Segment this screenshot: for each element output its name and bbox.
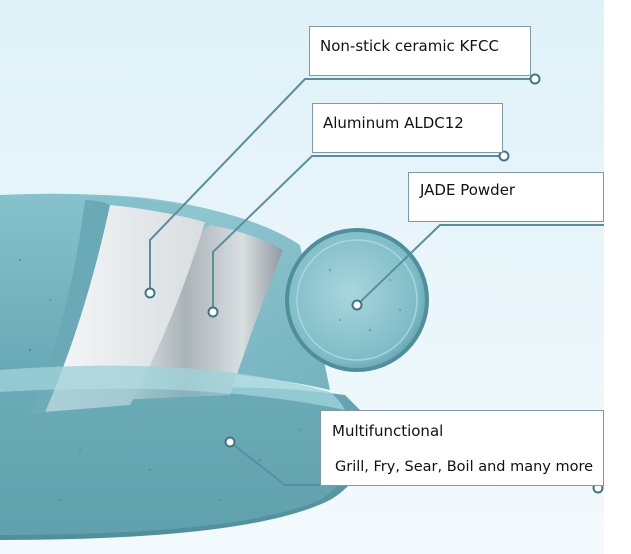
dot-jade-start: [351, 299, 363, 311]
pan-rim: [0, 365, 345, 410]
dot-aluminum-start: [207, 306, 219, 318]
right-margin: [604, 0, 631, 554]
label-multifunctional-title: Multifunctional: [332, 422, 444, 440]
label-aluminum: Aluminum ALDC12: [323, 114, 464, 132]
dot-multi-start: [224, 436, 236, 448]
pan-lower-body: [0, 388, 352, 535]
label-multifunctional-box: Multifunctional Grill, Fry, Sear, Boil a…: [320, 410, 604, 486]
label-ceramic: Non-stick ceramic KFCC: [320, 37, 499, 55]
leader-line-jade: [356, 224, 604, 306]
outer-coating-edge: [30, 200, 110, 415]
label-multifunctional-desc: Grill, Fry, Sear, Boil and many more: [335, 459, 594, 475]
ceramic-layer: [45, 205, 205, 412]
label-ceramic-box: Non-stick ceramic KFCC: [309, 26, 531, 76]
dot-aluminum-end: [498, 150, 510, 162]
label-jade-box: JADE Powder: [408, 172, 604, 222]
label-aluminum-box: Aluminum ALDC12: [312, 103, 503, 153]
speckle-texture: [18, 258, 402, 502]
leader-line-aluminum: [212, 155, 504, 312]
aluminum-layer: [120, 225, 283, 400]
leader-line-ceramic: [149, 78, 535, 293]
dot-ceramic-start: [144, 287, 156, 299]
label-jade: JADE Powder: [420, 181, 516, 199]
dot-ceramic-end: [529, 73, 541, 85]
leader-lines: [149, 78, 604, 486]
